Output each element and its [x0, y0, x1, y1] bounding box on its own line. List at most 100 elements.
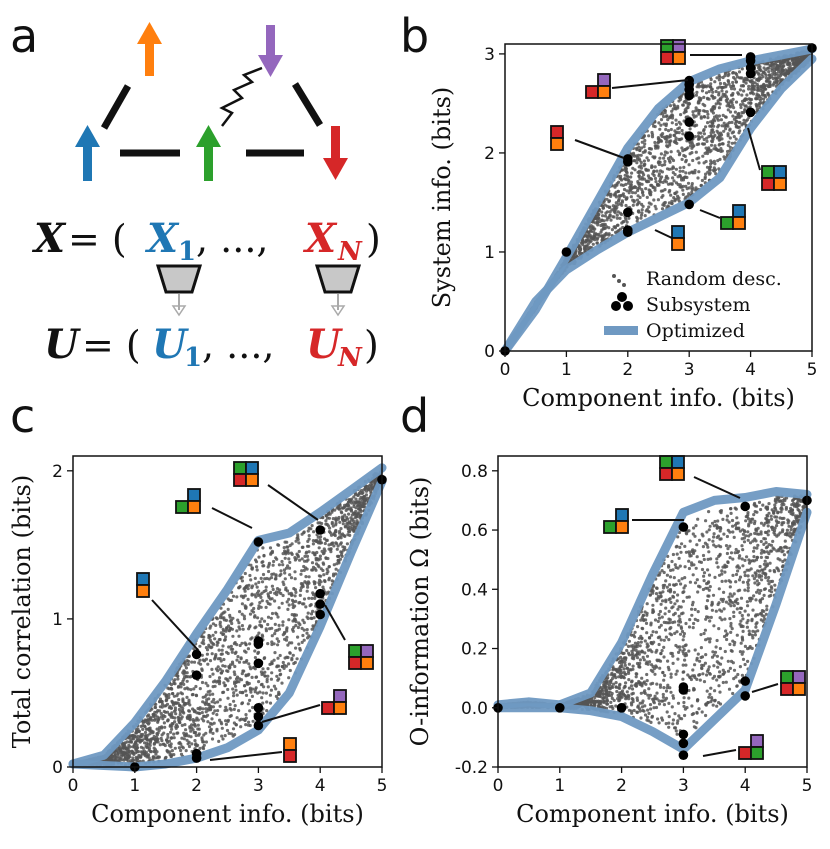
random-desc-point — [742, 89, 746, 93]
random-desc-point — [323, 541, 327, 546]
random-desc-point — [137, 753, 141, 757]
random-desc-point — [725, 153, 730, 157]
red-spin-arrow — [323, 126, 348, 180]
random-desc-point — [268, 627, 272, 631]
random-desc-point — [626, 181, 631, 185]
random-desc-point — [255, 565, 259, 569]
random-desc-point — [652, 198, 656, 202]
random-desc-point — [346, 533, 350, 537]
random-desc-point — [188, 718, 192, 722]
random-desc-point — [261, 691, 265, 695]
x-tick-label: 5 — [807, 360, 818, 380]
random-desc-point — [659, 118, 664, 122]
random-desc-point — [620, 193, 625, 197]
random-desc-point — [710, 128, 714, 132]
random-desc-point — [720, 124, 724, 128]
random-desc-point — [608, 205, 612, 209]
random-desc-point — [647, 134, 651, 138]
random-desc-point — [697, 142, 701, 146]
random-desc-point — [244, 673, 248, 677]
eq-x1: X — [144, 215, 180, 262]
random-desc-point — [625, 196, 629, 200]
panel-letter-a: a — [10, 9, 38, 63]
random-desc-point — [739, 103, 743, 107]
random-desc-point — [659, 180, 663, 184]
random-desc-point — [248, 709, 252, 713]
random-desc-point — [647, 210, 651, 214]
random-desc-point — [654, 207, 658, 211]
random-desc-point — [613, 225, 617, 229]
random-desc-point — [341, 519, 345, 523]
random-desc-point — [257, 631, 261, 635]
random-desc-point — [175, 731, 179, 735]
random-desc-point — [198, 644, 202, 648]
legend-random-label: Random desc. — [646, 268, 782, 290]
random-desc-point — [248, 665, 252, 669]
random-desc-point — [642, 159, 647, 163]
random-desc-point — [683, 99, 687, 103]
encoder-1 — [155, 264, 203, 317]
random-desc-point — [221, 627, 225, 631]
random-desc-point — [577, 250, 581, 254]
random-desc-point — [734, 80, 739, 84]
random-desc-point — [297, 549, 301, 554]
random-desc-point — [170, 700, 175, 705]
random-desc-point — [220, 648, 224, 652]
random-desc-point — [636, 194, 640, 198]
random-desc-point — [155, 727, 159, 731]
random-desc-point — [717, 138, 721, 142]
random-desc-point — [613, 209, 617, 213]
random-desc-point — [210, 717, 214, 721]
random-desc-point — [722, 81, 727, 86]
random-desc-point — [260, 599, 264, 603]
random-desc-point — [250, 586, 254, 590]
subsystem-cell-icon — [360, 644, 374, 658]
eq-xn-sub: N — [337, 237, 363, 267]
random-desc-point — [240, 602, 244, 606]
random-desc-point — [695, 90, 699, 94]
random-desc-point — [660, 207, 665, 211]
random-desc-point — [310, 627, 314, 631]
random-desc-point — [247, 720, 251, 724]
random-desc-point — [653, 125, 657, 129]
random-desc-point — [234, 723, 238, 727]
random-desc-point — [705, 151, 710, 156]
random-desc-point — [334, 541, 338, 545]
random-desc-point — [276, 615, 280, 619]
random-desc-point — [268, 693, 272, 697]
random-desc-point — [125, 748, 129, 752]
random-desc-point — [207, 707, 211, 711]
eq-x-equals: = ( — [68, 217, 127, 261]
random-desc-point — [167, 743, 171, 748]
random-desc-point — [722, 121, 726, 125]
random-desc-point — [669, 193, 673, 197]
random-desc-point — [334, 528, 338, 533]
random-desc-point — [182, 669, 186, 674]
random-desc-point — [623, 166, 627, 170]
random-desc-point — [168, 723, 173, 727]
random-desc-point — [270, 661, 274, 666]
random-desc-point — [744, 104, 748, 108]
random-desc-point — [240, 691, 244, 695]
random-desc-point — [311, 539, 315, 543]
random-desc-point — [256, 616, 260, 620]
random-desc-point — [624, 203, 628, 208]
random-desc-point — [664, 127, 668, 132]
random-desc-point — [713, 133, 717, 137]
random-desc-point — [265, 599, 269, 603]
random-desc-point — [204, 681, 208, 685]
random-desc-point — [627, 191, 631, 195]
random-desc-point — [583, 240, 587, 244]
subsystem-cell-icon — [187, 500, 201, 514]
random-desc-point — [173, 682, 177, 686]
random-desc-point — [730, 131, 734, 135]
random-desc-point — [696, 101, 700, 105]
random-desc-point — [320, 549, 324, 554]
random-desc-point — [301, 618, 305, 622]
random-desc-point — [616, 199, 621, 203]
random-desc-point — [739, 114, 743, 118]
random-desc-point — [319, 535, 323, 539]
random-desc-point — [762, 66, 766, 70]
subsystem-point — [745, 52, 756, 62]
